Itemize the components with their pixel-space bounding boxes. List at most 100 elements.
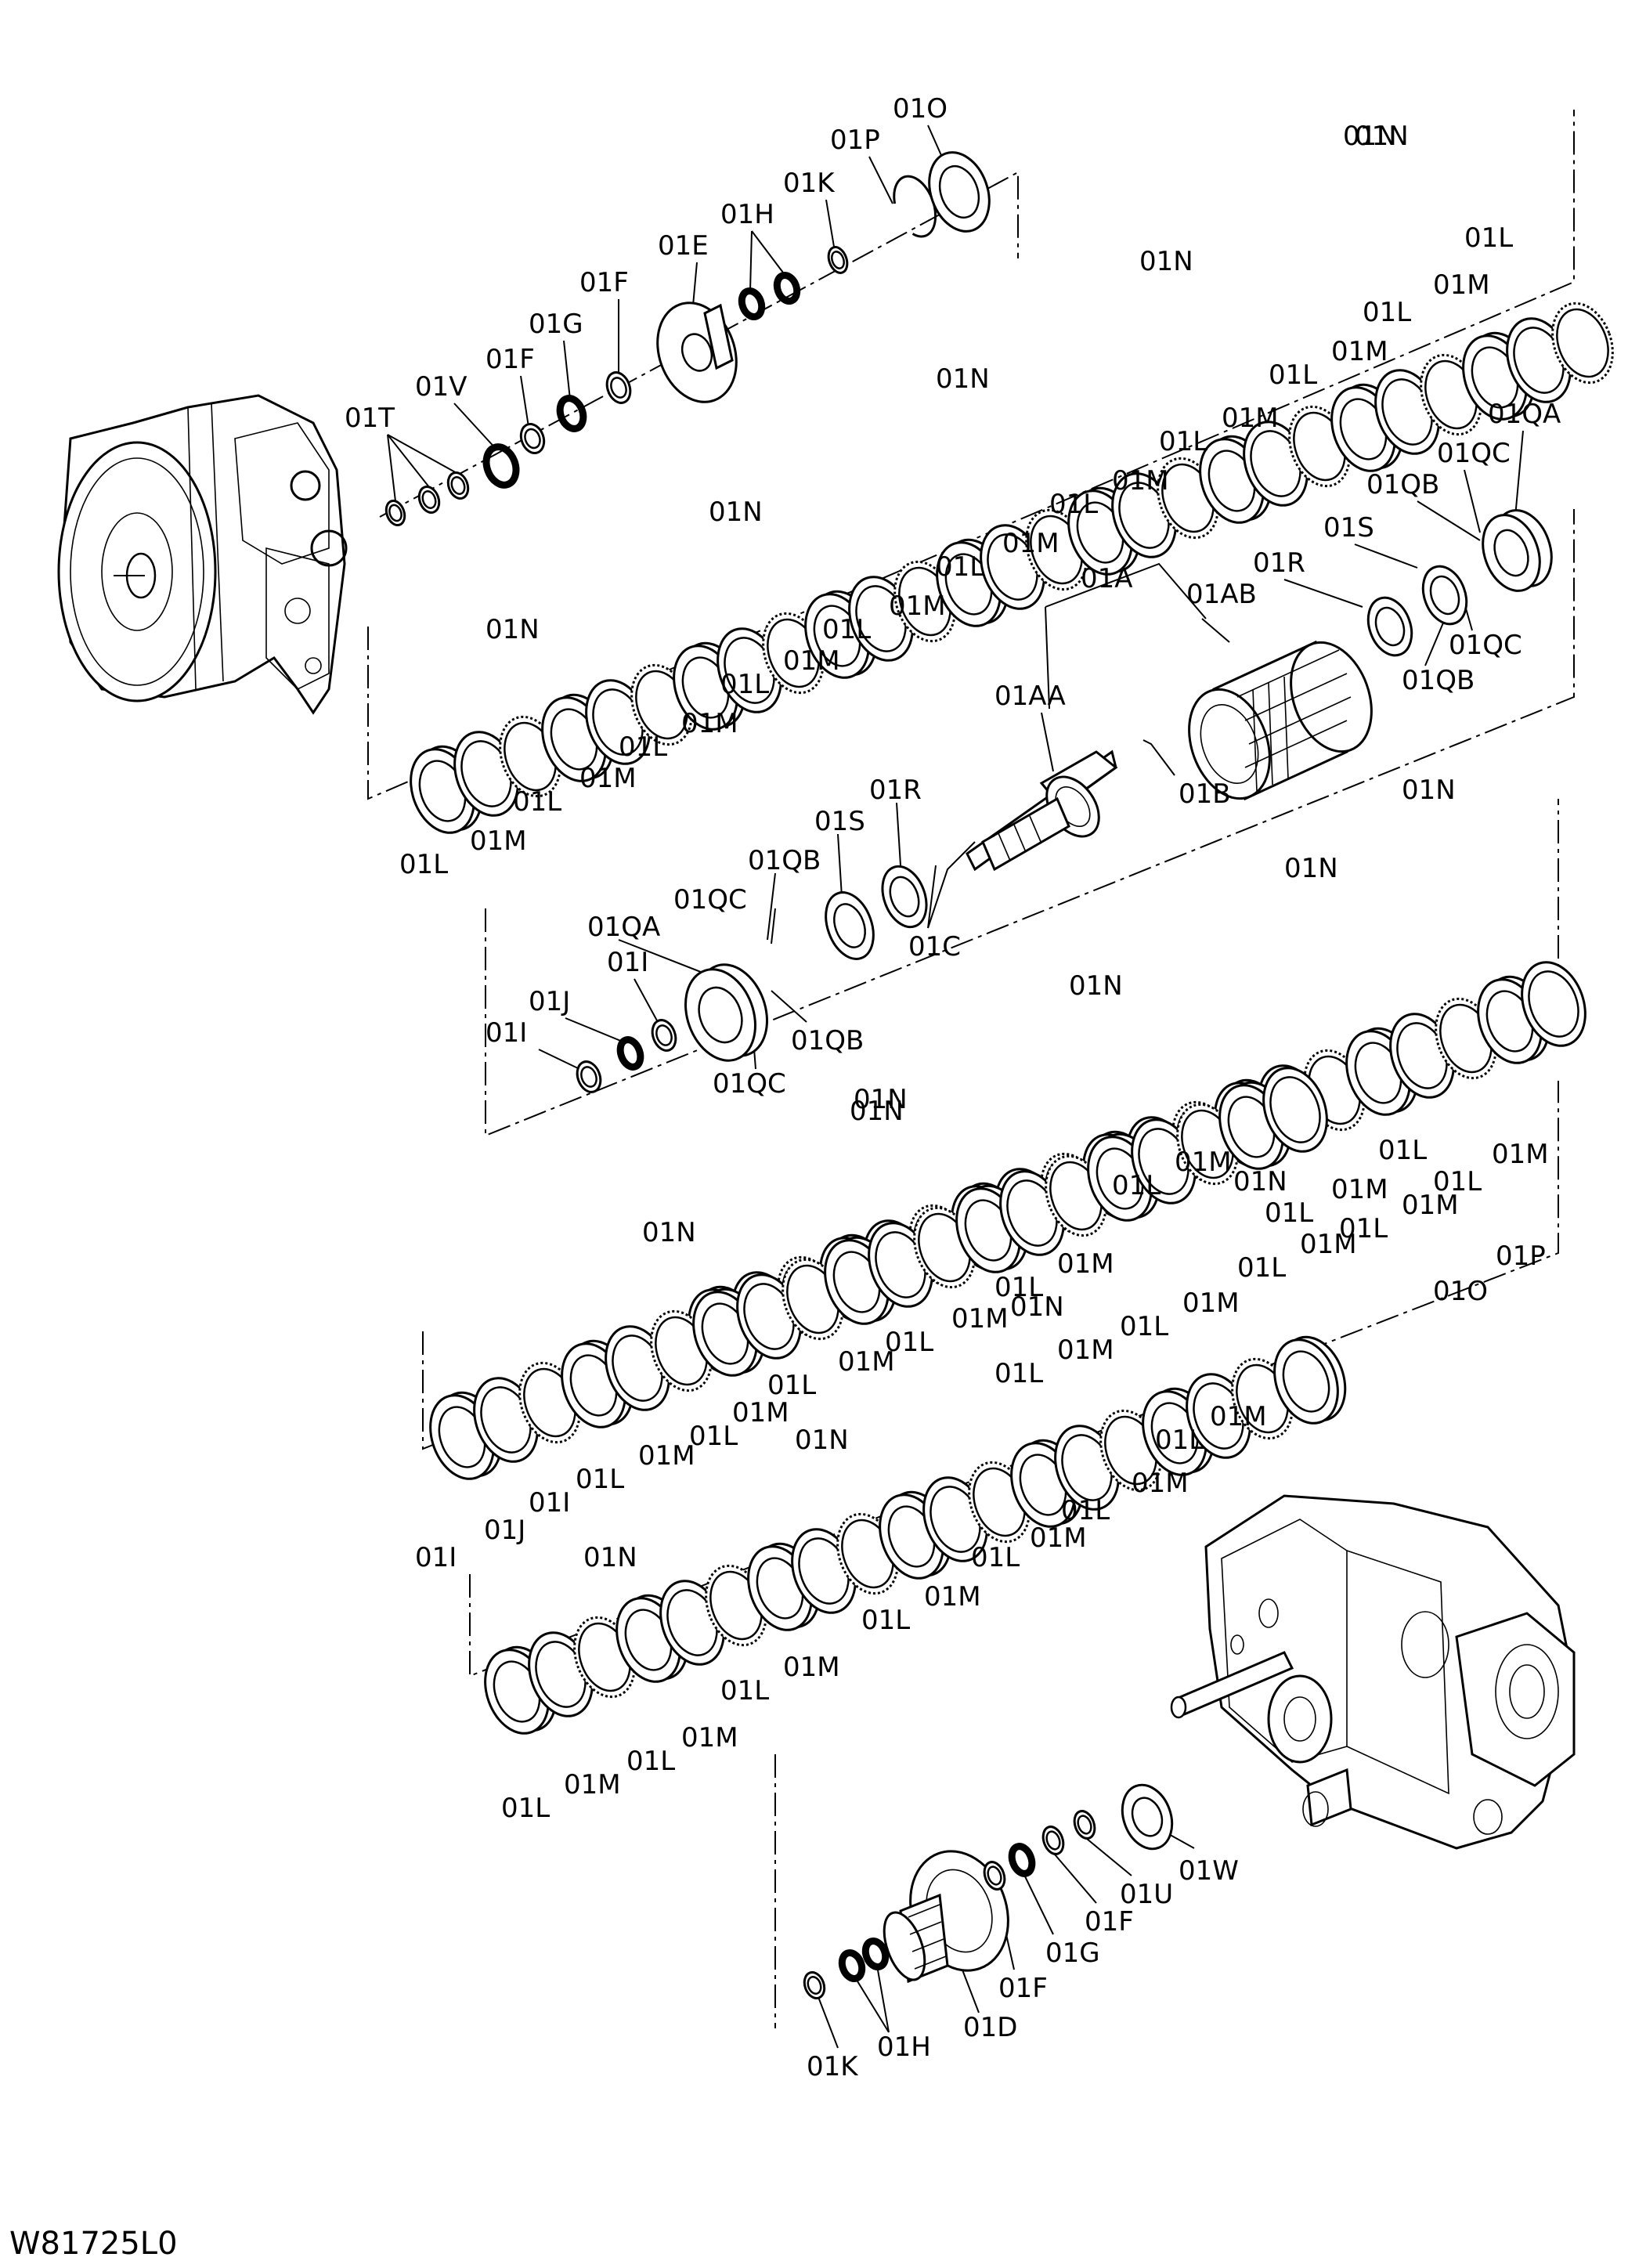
- callout-01M: 01M: [1210, 1401, 1267, 1432]
- callout-01L: 01L: [513, 786, 561, 818]
- callout-01N: 01N: [854, 1084, 908, 1115]
- drawing-code: W81725L0: [9, 2226, 178, 2262]
- callout-01M: 01M: [951, 1303, 1009, 1334]
- callout-01H: 01H: [877, 2031, 931, 2063]
- ring-01K-lower: [803, 1971, 826, 1999]
- callout-01M: 01M: [1057, 1248, 1114, 1280]
- callout-01M: 01M: [1433, 269, 1490, 301]
- ring-01T-1: [384, 500, 406, 526]
- ring-01U: [1073, 1810, 1096, 1840]
- callout-01L: 01L: [626, 1746, 675, 1777]
- part-callout-labels: 01T01V01F01G01F01E01H01K01P01O01L01M01N0…: [345, 93, 1561, 2082]
- callout-01L: 01L: [971, 1542, 1020, 1573]
- callout-01M: 01M: [924, 1581, 981, 1613]
- callout-01N: 01N: [486, 614, 540, 645]
- callout-01G: 01G: [529, 309, 583, 340]
- plate-01L: [673, 641, 746, 731]
- ring-01F-lower-2: [1041, 1826, 1065, 1855]
- callout-01QA: 01QA: [587, 912, 660, 943]
- callout-01S: 01S: [1323, 512, 1374, 544]
- ring-01T-2: [417, 486, 441, 514]
- callout-01M: 01M: [681, 1722, 738, 1753]
- callout-01AB: 01AB: [1186, 579, 1257, 610]
- callout-01L: 01L: [1155, 1425, 1204, 1456]
- callout-01L: 01L: [576, 1464, 624, 1495]
- callout-01B: 01B: [1179, 778, 1231, 810]
- ring-01F-lower: [983, 1861, 1006, 1891]
- callout-01M: 01M: [889, 590, 946, 622]
- ring-01H-c: [838, 1949, 866, 1982]
- callout-01L: 01L: [619, 731, 667, 763]
- ring-01S-upper: [1421, 565, 1468, 626]
- callout-01N: 01N: [1343, 121, 1397, 152]
- callout-01M: 01M: [732, 1397, 789, 1428]
- callout-01L: 01L: [1433, 1166, 1482, 1197]
- callout-01L: 01L: [1265, 1197, 1313, 1229]
- callout-01M: 01M: [1030, 1522, 1087, 1554]
- callout-01G: 01G: [1045, 1938, 1100, 1969]
- callout-01L: 01L: [689, 1421, 738, 1452]
- callout-01I: 01I: [607, 947, 648, 978]
- callout-01P: 01P: [1496, 1241, 1546, 1272]
- snap-ring-01P-upper: [893, 175, 937, 238]
- callout-01D: 01D: [963, 2012, 1017, 2043]
- callout-01M: 01M: [564, 1769, 621, 1800]
- callout-01QA: 01QA: [1488, 399, 1561, 430]
- ring-01K-upper: [827, 246, 849, 274]
- callout-01N: 01N: [1233, 1166, 1287, 1197]
- callout-01E: 01E: [658, 230, 709, 262]
- callout-01QC: 01QC: [1449, 630, 1522, 661]
- callout-01V: 01V: [415, 371, 467, 403]
- callout-01L: 01L: [1049, 489, 1098, 520]
- callout-01M: 01M: [783, 1652, 840, 1683]
- ring-01G-lower: [1008, 1843, 1036, 1877]
- callout-01N: 01N: [1402, 775, 1456, 806]
- callout-01I: 01I: [415, 1542, 457, 1573]
- callout-01AA: 01AA: [994, 681, 1066, 712]
- transmission-housing-right: [1170, 1494, 1576, 1850]
- callout-01M: 01M: [579, 763, 637, 794]
- callout-01M: 01M: [1492, 1139, 1549, 1170]
- callout-01M: 01M: [1112, 465, 1169, 497]
- callout-01L: 01L: [1464, 222, 1513, 254]
- ring-01H-a: [738, 287, 766, 320]
- drum-01AB: [1188, 640, 1373, 801]
- callout-01M: 01M: [1132, 1468, 1189, 1499]
- callout-01J: 01J: [529, 986, 570, 1017]
- callout-01N: 01N: [709, 497, 763, 528]
- plate-01M: [1262, 1067, 1328, 1153]
- callout-01M: 01M: [1057, 1334, 1114, 1366]
- ring-01J: [616, 1036, 644, 1071]
- callout-01T: 01T: [345, 403, 395, 434]
- callout-01QB: 01QB: [1366, 469, 1439, 500]
- callout-01L: 01L: [720, 669, 769, 700]
- callout-01L: 01L: [994, 1272, 1043, 1303]
- ring-01S-mid: [825, 891, 875, 960]
- plate-01M: [1521, 961, 1586, 1047]
- gear-01E: [656, 302, 738, 403]
- ring-01I-a: [576, 1060, 602, 1093]
- callout-01I: 01I: [529, 1487, 570, 1519]
- callout-01M: 01M: [838, 1346, 895, 1378]
- callout-01I: 01I: [486, 1017, 527, 1049]
- callout-01L: 01L: [501, 1793, 550, 1824]
- callout-01M: 01M: [470, 825, 527, 857]
- callout-01J: 01J: [484, 1515, 525, 1546]
- callout-01O: 01O: [893, 93, 948, 125]
- callout-01N: 01N: [583, 1542, 637, 1573]
- callout-01P: 01P: [830, 125, 880, 156]
- callout-01H: 01H: [720, 199, 774, 230]
- ring-01O-upper: [928, 151, 991, 233]
- callout-01L: 01L: [1061, 1495, 1110, 1526]
- callout-01L: 01L: [1112, 1170, 1161, 1201]
- leader-lines: [387, 125, 1524, 2049]
- callout-01M: 01M: [1331, 336, 1388, 367]
- callout-01F: 01F: [579, 267, 629, 298]
- bearing-01W: [1121, 1783, 1174, 1851]
- shaft-01AA: [966, 749, 1118, 872]
- callout-01F: 01F: [998, 1973, 1048, 2004]
- gear-01D: [883, 1850, 1009, 1984]
- callout-01L: 01L: [1269, 359, 1317, 391]
- bearing-01QA-bottom: [684, 963, 768, 1062]
